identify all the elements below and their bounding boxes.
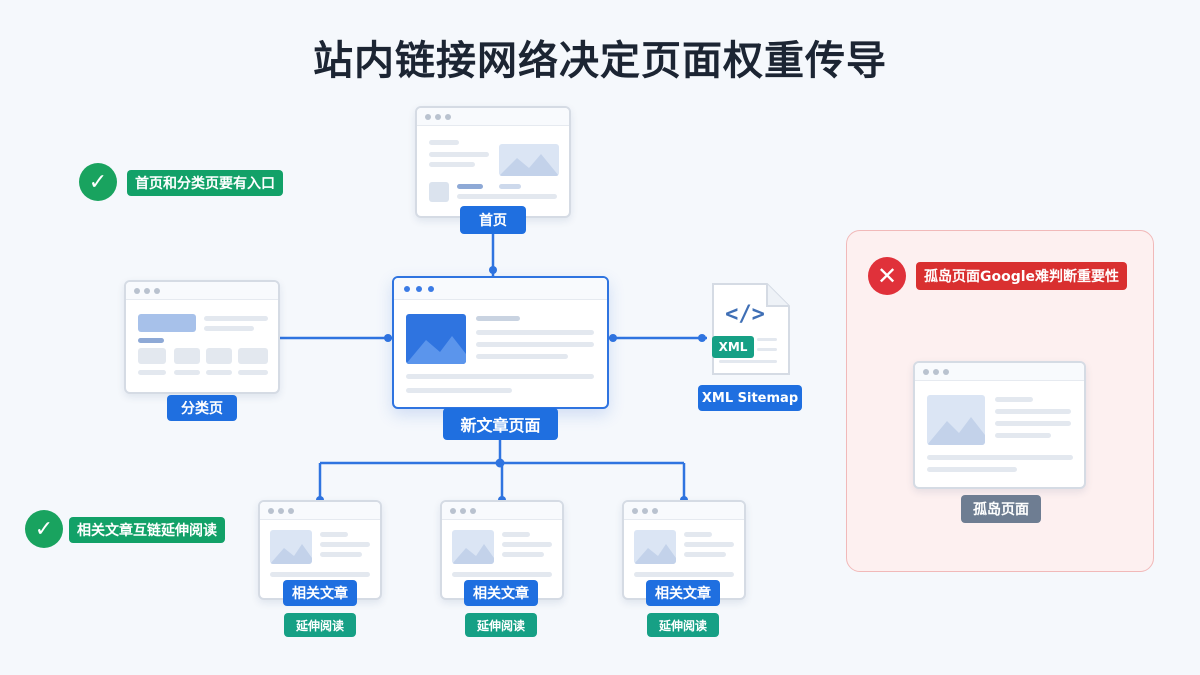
category-page-thumbnail	[124, 280, 280, 394]
image-icon	[406, 314, 466, 364]
page-title: 站内链接网络决定页面权重传导	[313, 38, 887, 84]
image-placeholder-icon	[927, 395, 985, 445]
image-placeholder-icon	[499, 144, 559, 176]
category-page-label: 分类页	[167, 395, 237, 421]
note-home-entry: 首页和分类页要有入口	[127, 170, 283, 196]
link-dot	[495, 458, 505, 468]
orphan-page-thumbnail	[913, 361, 1086, 489]
related-article-label-1: 相关文章	[283, 580, 357, 606]
orphan-page-label: 孤岛页面	[961, 495, 1041, 523]
related-article-tag-2: 延伸阅读	[465, 613, 537, 637]
note-related-links: 相关文章互链延伸阅读	[69, 517, 225, 543]
related-article-tag-3: 延伸阅读	[647, 613, 719, 637]
sitemap-label: XML Sitemap	[698, 385, 802, 411]
cross-icon: ✕	[868, 257, 906, 295]
link-dot	[609, 334, 617, 342]
related-article-label-3: 相关文章	[646, 580, 720, 606]
image-placeholder-icon	[634, 530, 676, 564]
link-dot	[698, 334, 706, 342]
home-page-label: 首页	[460, 206, 526, 234]
link-dot	[384, 334, 392, 342]
check-icon: ✓	[79, 163, 117, 201]
sitemap-file-icon	[712, 283, 790, 375]
xml-badge: XML	[712, 336, 754, 358]
note-orphan-warning: 孤岛页面Google难判断重要性	[916, 262, 1128, 290]
link-dot	[489, 266, 497, 274]
new-article-page-thumbnail	[392, 276, 609, 409]
check-icon: ✓	[25, 510, 63, 548]
image-placeholder-icon	[452, 530, 494, 564]
home-page-thumbnail	[415, 106, 571, 218]
code-icon: </>	[725, 302, 765, 327]
related-article-label-2: 相关文章	[464, 580, 538, 606]
new-article-page-label: 新文章页面	[443, 408, 558, 440]
image-placeholder-icon	[270, 530, 312, 564]
related-article-tag-1: 延伸阅读	[284, 613, 356, 637]
